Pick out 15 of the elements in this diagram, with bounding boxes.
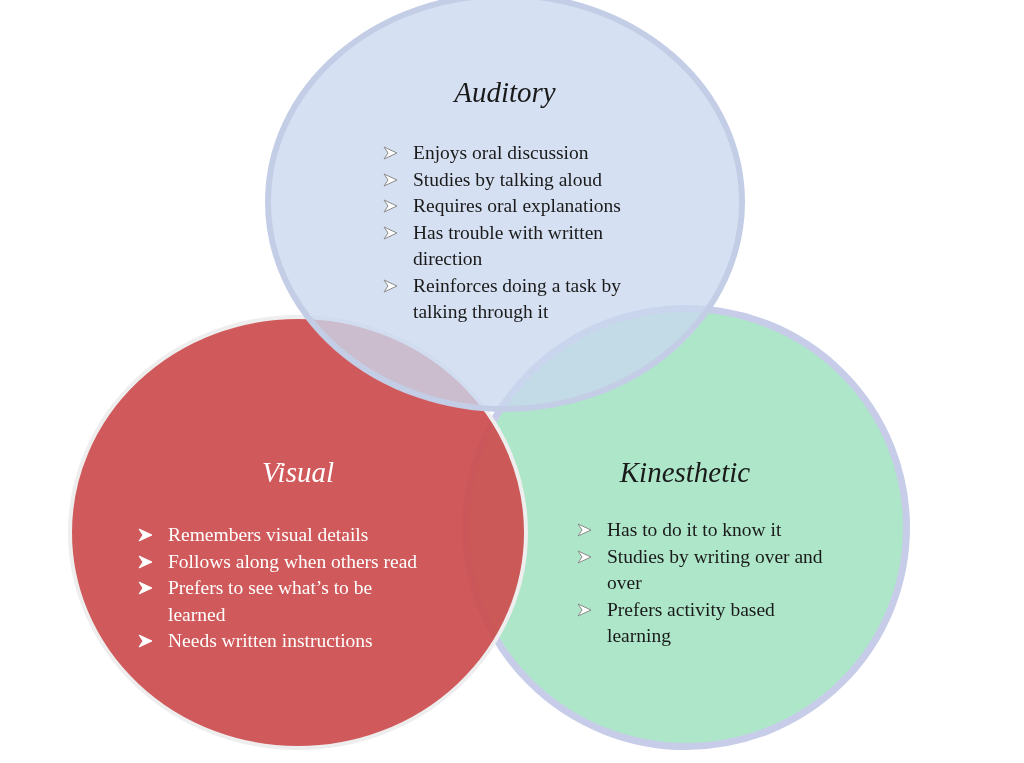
bullet-text: Enjoys oral discussion [413,141,590,165]
circle-heading: Kinesthetic [619,455,751,489]
bullet-text: Follows along when others read [168,549,419,574]
bullet-text: Needs written instructions [168,629,374,653]
bullet-text: Has trouble with written direction [413,220,605,271]
bullet-text: Prefers to see what’s to be learned [168,576,374,627]
bullet-text: Studies by writing over and over [607,544,824,595]
bullet-text: Has to do it to know it [607,518,783,542]
bullet-text: Reinforces doing a task by talking through it [413,273,622,324]
bullet-text: Remembers visual details [168,523,370,547]
circle-heading: Visual [262,455,334,489]
bullet-text: Requires oral explanations [413,194,622,218]
bullet-text: Prefers activity based learning [607,597,776,648]
bullet-text: Studies by talking aloud [413,167,604,192]
circle-heading: Auditory [454,75,556,109]
